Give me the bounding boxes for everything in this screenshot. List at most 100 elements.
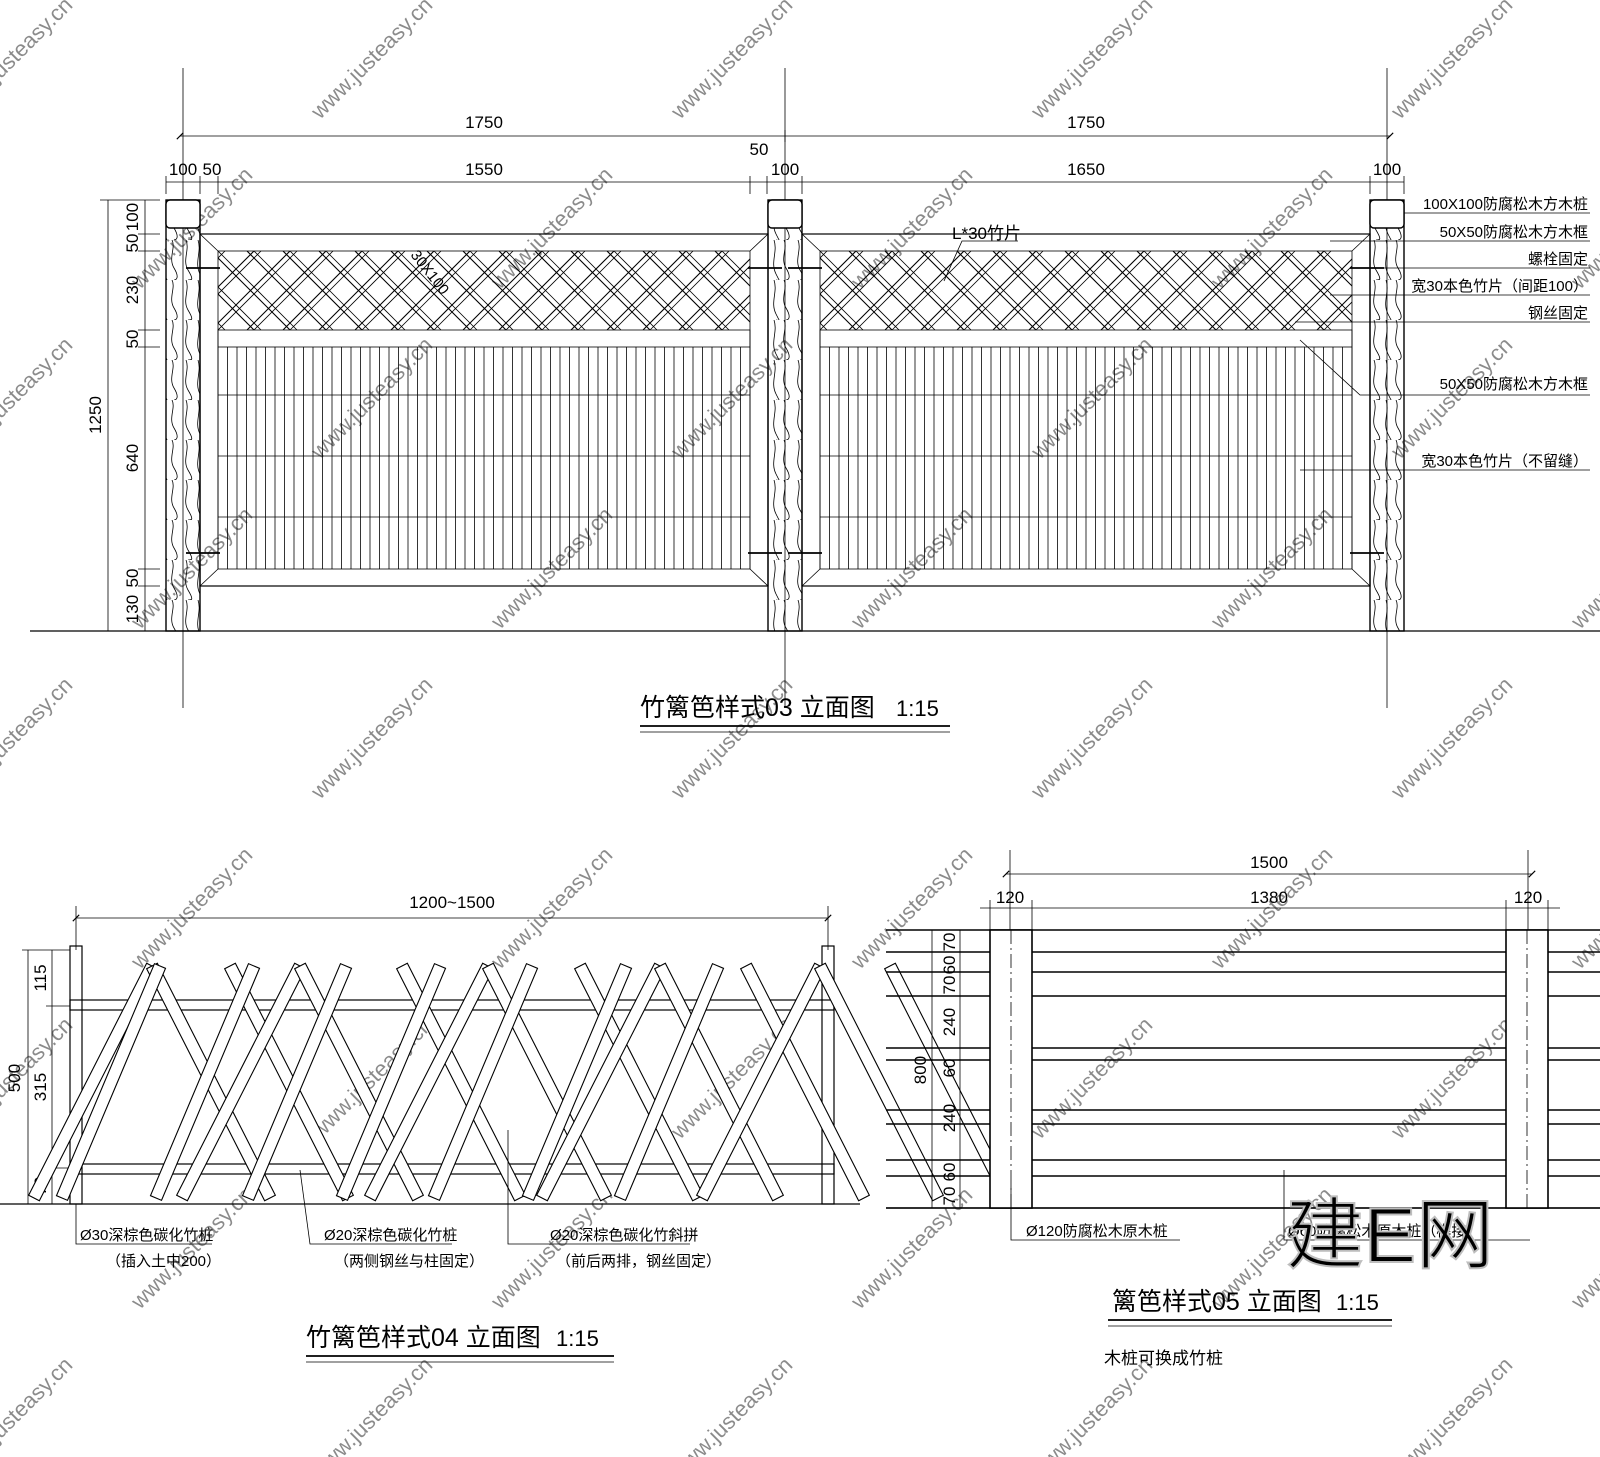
style04-scale: 1:15 — [556, 1326, 599, 1351]
style03-slats-right — [819, 347, 1353, 569]
style03-dim-overall-right: 1750 — [1067, 113, 1105, 132]
style03-post-right — [1369, 199, 1405, 632]
watermark-text: www.justeasy.cn — [305, 0, 437, 124]
watermark-text: www.justeasy.cn — [845, 842, 977, 974]
style03-dim-h-130: 130 — [123, 595, 142, 623]
style03-callout-wire: 钢丝固定 — [1528, 305, 1588, 322]
style05-dim-h-70b: 70 — [940, 976, 959, 995]
style03-dim-post-left: 100 — [169, 160, 197, 179]
lattice-strip — [714, 251, 750, 287]
lattice-strip — [642, 251, 723, 330]
style05-dim-h-60b: 60 — [940, 1059, 959, 1078]
style03-dim-overall-left: 1750 — [465, 113, 503, 132]
diagonal-pole — [241, 962, 353, 1202]
watermark-text: www.justeasy.cn — [1025, 332, 1157, 464]
style04-dim-height-total: 500 — [5, 1064, 24, 1092]
style03-dim-frame-mid: 50 — [750, 140, 769, 159]
lattice-strip — [1244, 251, 1325, 330]
lattice-strip — [462, 251, 543, 330]
style03-dim-panel-left: 1550 — [465, 160, 503, 179]
lattice-strip — [1316, 251, 1352, 287]
lattice-strip — [714, 294, 750, 330]
lattice-strip — [884, 251, 965, 330]
style04-dim-h-315: 315 — [31, 1073, 50, 1101]
style03-dim-height-total: 1250 — [86, 396, 105, 434]
style05-dim-width: 1500 — [1250, 853, 1288, 872]
style03-post-left — [165, 199, 201, 632]
watermark-text: www.justeasy.cn — [0, 332, 77, 464]
lattice-strip — [992, 251, 1073, 330]
style05-scale: 1:15 — [1336, 1290, 1379, 1315]
lattice-strip — [820, 251, 857, 288]
diagonal-pole — [335, 962, 447, 1202]
style04-callout-post-sub: （插入土中200） — [106, 1253, 221, 1270]
watermark-text: www.justeasy.cn — [665, 1352, 797, 1457]
lattice-strip — [1064, 251, 1145, 330]
watermark-text: www.justeasy.cn — [0, 1352, 77, 1457]
style05-dim-h-60a: 60 — [940, 956, 959, 975]
lattice-strip — [354, 251, 435, 330]
style05-dim-post-right: 120 — [1514, 888, 1542, 907]
style03-dim-h-100: 100 — [123, 203, 142, 231]
lattice-strip — [1208, 251, 1289, 330]
diagonal-pole — [613, 962, 725, 1202]
watermark-text: www.justeasy.cn — [305, 1352, 437, 1457]
watermark-text: www.justeasy.cn — [1025, 672, 1157, 804]
watermark-text: www.justeasy.cn — [1385, 1352, 1517, 1457]
style03-dim-post-right: 100 — [1373, 160, 1401, 179]
watermark-text: www.justeasy.cn — [305, 672, 437, 804]
style04-title: 竹篱笆样式04 立面图 — [306, 1324, 541, 1352]
diagonal-pole — [739, 962, 871, 1202]
diagonal-pole — [149, 962, 261, 1202]
style04-diagonal-bamboo — [27, 962, 1015, 1202]
style04-elevation: 1200~1500 500 115 315 70 Ø30深棕色碳化竹桩 （插入土… — [0, 893, 1015, 1363]
lattice-strip — [1172, 251, 1253, 330]
watermark-text: www.justeasy.cn — [1565, 502, 1600, 634]
lattice-strip — [1100, 251, 1181, 330]
style03-dim-post-mid: 100 — [771, 160, 799, 179]
style05-callout-rail: Ø60防腐松木原木桩（榫接） — [1288, 1222, 1481, 1240]
style04-dim-h-115: 115 — [31, 964, 50, 991]
style05-dim-h-240a: 240 — [940, 1008, 959, 1036]
style03-callouts: 100X100防腐松木方木桩 50X50防腐松木方木框 螺栓固定 宽30本色竹片… — [1295, 195, 1590, 471]
lattice-strip — [678, 258, 750, 330]
lattice-strip — [1280, 258, 1352, 330]
lattice-strip — [498, 251, 579, 330]
style03-lattice-label: L*30竹片 — [952, 224, 1021, 243]
diagonal-pole — [55, 962, 167, 1202]
lattice-strip — [318, 251, 399, 330]
style04-callout-post: Ø30深棕色碳化竹桩 — [80, 1227, 213, 1244]
watermark-text: www.justeasy.cn — [0, 672, 77, 804]
watermark-text: www.justeasy.cn — [1385, 332, 1517, 464]
style04-callout-diagonal-sub: （前后两排，钢丝固定） — [556, 1253, 721, 1270]
watermark-text: www.justeasy.cn — [1025, 0, 1157, 124]
lattice-strip — [920, 251, 1001, 330]
brand-watermark: 建E网 — [1286, 1191, 1494, 1279]
style04-post-right — [821, 945, 835, 1205]
style03-dim-h-50a: 50 — [123, 234, 142, 253]
style05-dim-h-70c: 70 — [940, 1187, 959, 1206]
style03-callout-frame-top: 50X50防腐松木方木框 — [1440, 223, 1588, 241]
style05-dim-span: 1380 — [1250, 888, 1288, 907]
style03-panel-right — [801, 233, 1371, 587]
style03-lattice-left — [218, 251, 750, 330]
style05-dim-h-240b: 240 — [940, 1104, 959, 1132]
style03-dim-h-50c: 50 — [123, 569, 142, 588]
style03-callout-frame-mid: 50X50防腐松木方木框 — [1440, 375, 1588, 393]
lattice-strip — [282, 251, 363, 330]
watermark-text: www.justeasy.cn — [845, 502, 977, 634]
watermark-text: www.justeasy.cn — [1385, 672, 1517, 804]
watermark-text: www.justeasy.cn — [665, 672, 797, 804]
lattice-strip — [956, 251, 1037, 330]
lattice-strip — [534, 251, 615, 330]
style03-panel-left — [199, 233, 769, 587]
style03-callout-bolt: 螺栓固定 — [1528, 251, 1588, 268]
watermark-text: www.justeasy.cn — [0, 0, 77, 124]
watermark-text: www.justeasy.cn — [485, 1182, 617, 1314]
style04-callouts: Ø30深棕色碳化竹桩 （插入土中200） Ø20深棕色碳化竹桩 （两侧钢丝与柱固… — [75, 1130, 721, 1270]
style05-dim-h-60c: 60 — [940, 1163, 959, 1182]
style03-dim-h-230: 230 — [123, 276, 142, 304]
watermark-text: www.justeasy.cn — [485, 842, 617, 974]
style05-note: 木桩可换成竹桩 — [1104, 1349, 1223, 1368]
